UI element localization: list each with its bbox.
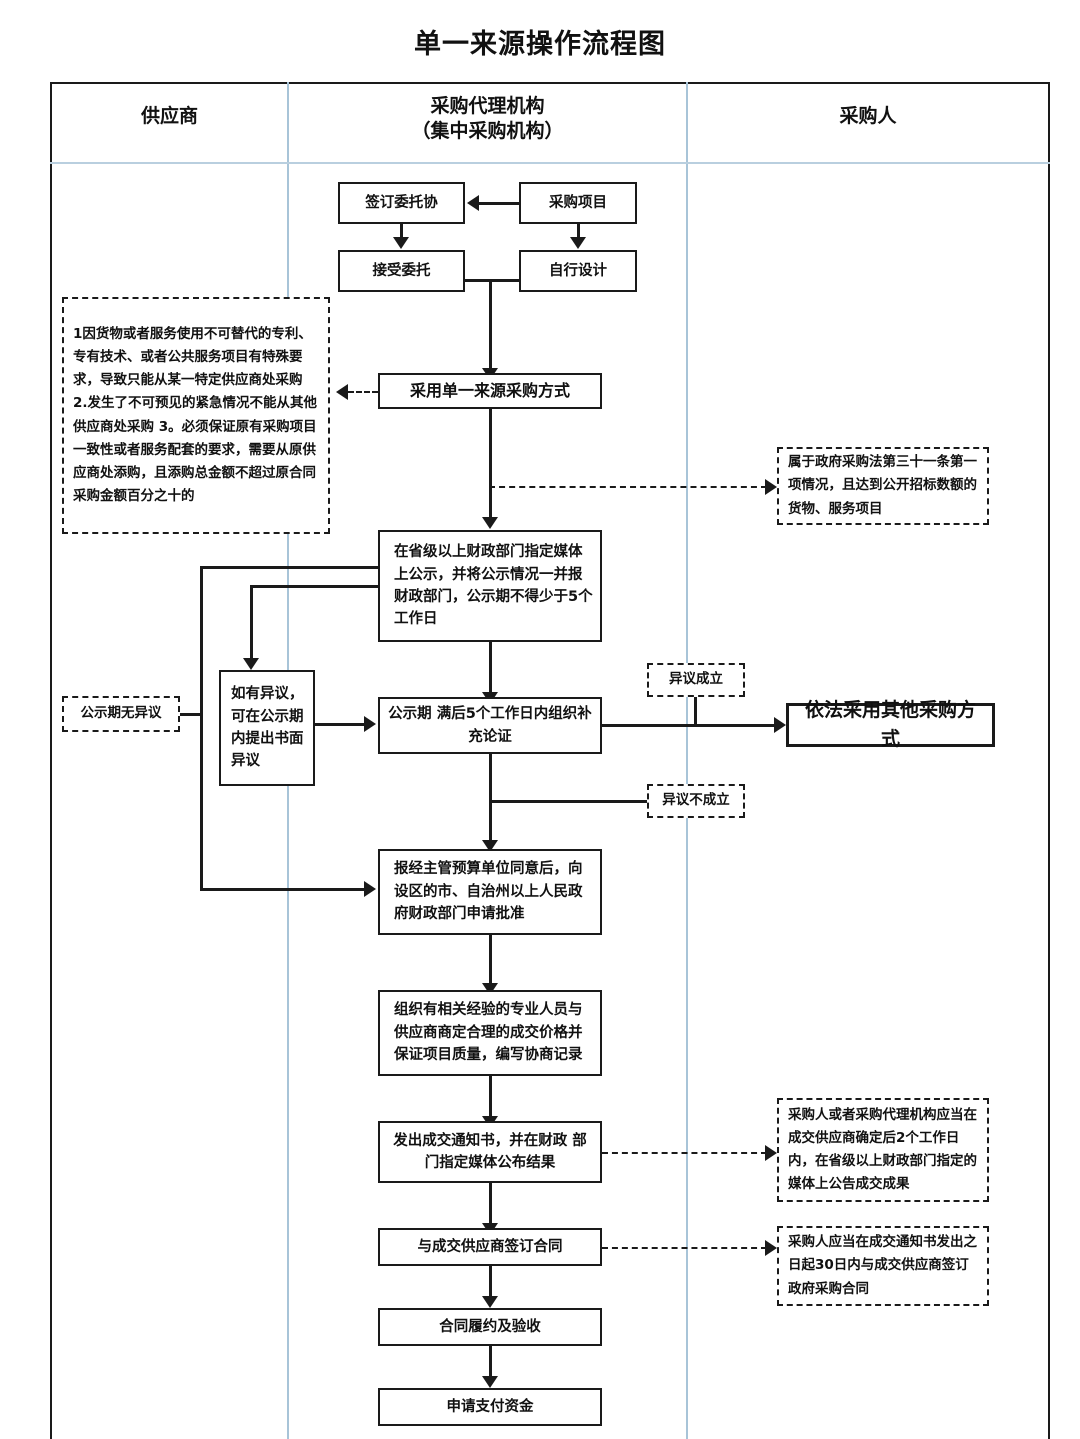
- arrowhead-notice-note: [765, 1145, 777, 1161]
- note-law-article-31: 属于政府采购法第三十一条第一项情况，且达到公开招标数额的货物、服务项目: [777, 447, 989, 525]
- edge-project-to-sign: [479, 202, 521, 205]
- node-supplementary-demo[interactable]: 公示期 满后5个工作日内组织补充论证: [378, 697, 602, 754]
- edge-contract-dashed: [602, 1247, 767, 1249]
- arrowhead-perform-to-payment: [482, 1376, 498, 1388]
- note-objection-valid: 异议成立: [647, 663, 745, 697]
- arrowhead-publicize-to-objection: [243, 658, 259, 670]
- node-adopt-single-source[interactable]: 采用单一来源采购方式: [378, 373, 602, 409]
- note-sign-within-30days: 采购人应当在成交通知书发出之日起30日内与成交供应商签订政府采购合同: [777, 1226, 989, 1306]
- arrowhead-project-to-design: [570, 237, 586, 249]
- node-written-objection[interactable]: 如有异议，可在公示期内提出书面异议: [219, 670, 315, 786]
- edge-demo-to-other-method: [602, 724, 776, 727]
- page-title: 单一来源操作流程图: [414, 29, 666, 60]
- arrowhead-left-rail-to-approval: [364, 881, 376, 897]
- edge-demo-to-approval: [489, 754, 492, 842]
- node-other-method[interactable]: 依法采用其他采购方式: [786, 699, 995, 750]
- arrowhead-law-article: [765, 479, 777, 495]
- edge-negotiate-to-notice: [489, 1076, 492, 1118]
- edge-perform-to-payment: [489, 1346, 492, 1378]
- arrowhead-objection-to-demo: [364, 716, 376, 732]
- arrowhead-demo-to-other-method: [774, 717, 786, 733]
- lane-separator-2: [686, 82, 688, 1439]
- node-apply-approval[interactable]: 报经主管预算单位同意后，向设区的市、自治州以上人民政府财政部门申请批准: [378, 849, 602, 935]
- edge-merge-bar: [463, 279, 521, 282]
- arrowhead-adopt-to-publicize: [482, 517, 498, 529]
- edge-sign-to-accept: [400, 224, 403, 238]
- lane-title-agency: 采购代理机构 （集中采购机构）: [411, 95, 564, 143]
- note-objection-invalid: 异议不成立: [647, 784, 745, 818]
- edge-law-article-dashed: [489, 486, 767, 488]
- lane-header-rule: [50, 162, 1050, 164]
- arrowhead-conditions: [336, 384, 348, 400]
- edge-publicize-left-rail-top: [200, 566, 378, 569]
- edge-publicize-to-demo: [489, 642, 492, 694]
- arrowhead-contract-note: [765, 1240, 777, 1256]
- node-issue-notice[interactable]: 发出成交通知书，并在财政 部门指定媒体公布结果: [378, 1121, 602, 1183]
- node-purchase-project[interactable]: 采购项目: [519, 182, 637, 224]
- edge-publicize-to-objection-v: [250, 585, 253, 660]
- node-self-design[interactable]: 自行设计: [519, 250, 637, 292]
- edge-notice-dashed: [602, 1152, 767, 1154]
- arrowhead-project-to-sign: [467, 195, 479, 211]
- edge-no-objection-to-rail: [180, 713, 202, 716]
- edge-left-rail-to-approval: [200, 888, 366, 891]
- edge-project-to-design: [577, 224, 580, 238]
- edge-objection-valid-stem: [694, 697, 697, 725]
- edge-trunk-to-single-source: [489, 279, 492, 371]
- note-announce-result: 采购人或者采购代理机构应当在成交供应商确定后2个工作日内，在省级以上财政部门指定…: [777, 1098, 989, 1202]
- node-contract-perform[interactable]: 合同履约及验收: [378, 1308, 602, 1346]
- node-sign-entrust[interactable]: 签订委托协: [338, 182, 465, 224]
- lane-title-supplier: 供应商: [140, 105, 198, 127]
- node-accept-entrust[interactable]: 接受委托: [338, 250, 465, 292]
- lane-title-purchaser: 采购人: [839, 105, 897, 127]
- edge-publicize-left-rail: [200, 566, 203, 890]
- arrowhead-contract-to-perform: [482, 1296, 498, 1308]
- edge-contract-to-perform: [489, 1266, 492, 1298]
- edge-adopt-to-publicize: [489, 409, 492, 519]
- node-sign-contract[interactable]: 与成交供应商签订合同: [378, 1228, 602, 1266]
- node-negotiate-price[interactable]: 组织有相关经验的专业人员与供应商商定合理的成交价格并保证项目质量，编写协商记录: [378, 990, 602, 1076]
- edge-notice-to-contract: [489, 1183, 492, 1225]
- edge-conditions-dashed: [348, 391, 378, 393]
- edge-publicize-to-objection-h: [250, 585, 378, 588]
- note-no-objection: 公示期无异议: [62, 696, 180, 732]
- node-apply-payment[interactable]: 申请支付资金: [378, 1388, 602, 1426]
- note-single-source-conditions: 1因货物或者服务使用不可替代的专利、专有技术、或者公共服务项目有特殊要求，导致只…: [62, 297, 330, 534]
- arrowhead-sign-to-accept: [393, 237, 409, 249]
- edge-objection-to-demo: [315, 723, 366, 726]
- edge-objection-invalid-to-trunk: [489, 800, 647, 803]
- edge-approval-to-negotiate: [489, 935, 492, 985]
- node-publicize[interactable]: 在省级以上财政部门指定媒体上公示，并将公示情况一并报财政部门，公示期不得少于5个…: [378, 530, 602, 642]
